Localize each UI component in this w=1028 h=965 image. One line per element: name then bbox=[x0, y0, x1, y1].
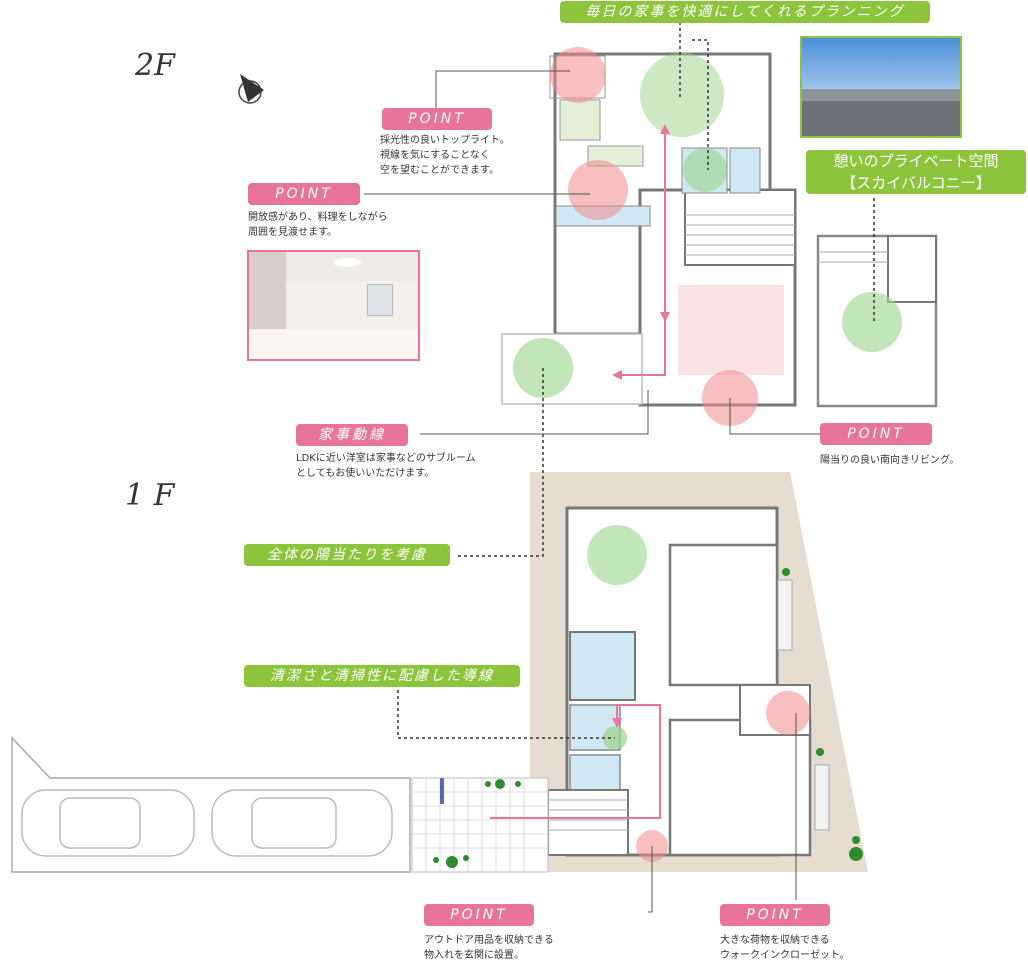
balcony-title: 憩いのプライベート空間 【スカイバルコニー】 bbox=[806, 150, 1026, 194]
floor-plan-1f bbox=[530, 472, 868, 872]
floor-label-2f: 2F bbox=[135, 48, 175, 83]
point-label-living: POINT bbox=[820, 423, 932, 445]
compass-icon bbox=[234, 72, 270, 108]
car-left bbox=[21, 789, 195, 857]
point-label-toplight: POINT bbox=[382, 108, 492, 130]
car-right bbox=[211, 789, 393, 857]
point-label-kitchen: POINT bbox=[248, 183, 360, 205]
route-arrows bbox=[490, 124, 670, 819]
top-banner: 毎日の家事を快適にしてくれるプランニング bbox=[560, 1, 930, 23]
balcony-title-line1: 憩いのプライベート空間 bbox=[833, 152, 999, 170]
chore-route-caption: LDKに近い洋室は家事などのサブルーム としてもお使いいただけます。 bbox=[296, 453, 476, 479]
balcony-title-line2: 【スカイバルコニー】 bbox=[841, 174, 991, 192]
dotted-leaders bbox=[397, 22, 875, 739]
point-label-entrance: POINT bbox=[424, 904, 534, 926]
balcony-photo bbox=[800, 36, 962, 138]
point-caption-living: 陽当りの良い南向きリビング。 bbox=[820, 455, 960, 466]
solid-leaders bbox=[364, 70, 820, 913]
sunlight-label: 全体の陽当たりを考慮 bbox=[244, 544, 450, 566]
point-caption-entrance: アウトドア用品を収納できる 物入れを玄関に設置。 bbox=[424, 935, 554, 961]
point-caption-kitchen: 開放感があり、料理をしながら 周囲を見渡せます。 bbox=[248, 212, 388, 238]
point-caption-toplight: 採光性の良いトップライト。 視線を気にすることなく 空を望むことができます。 bbox=[380, 135, 510, 176]
highlight-circles bbox=[513, 47, 902, 862]
chore-route-label: 家事動線 bbox=[296, 424, 408, 446]
plants bbox=[433, 568, 863, 868]
point-caption-closet: 大きな荷物を収納できる ウォークインクローゼット。 bbox=[720, 935, 850, 961]
floor-label-1f: 1 F bbox=[125, 478, 175, 513]
parking-area bbox=[11, 736, 549, 873]
cleanliness-label: 清潔さと清掃性に配慮した導線 bbox=[244, 665, 520, 687]
ldk-photo bbox=[247, 250, 420, 361]
point-label-closet: POINT bbox=[720, 904, 830, 926]
